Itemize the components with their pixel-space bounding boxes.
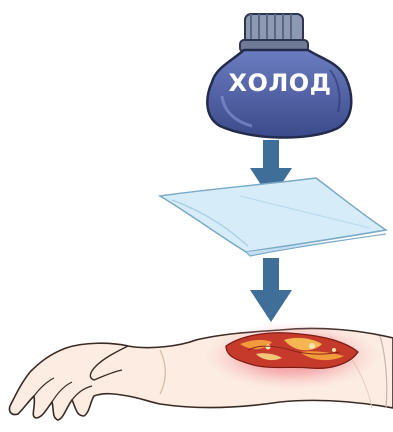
ice-pack-icon: ХОЛОД — [207, 14, 351, 138]
ice-pack-label: ХОЛОД — [228, 69, 331, 97]
arrow-down-icon — [250, 258, 292, 322]
napkin-icon — [160, 178, 386, 256]
burned-arm-illustration — [9, 322, 393, 420]
ice-pack-cap — [240, 14, 308, 52]
